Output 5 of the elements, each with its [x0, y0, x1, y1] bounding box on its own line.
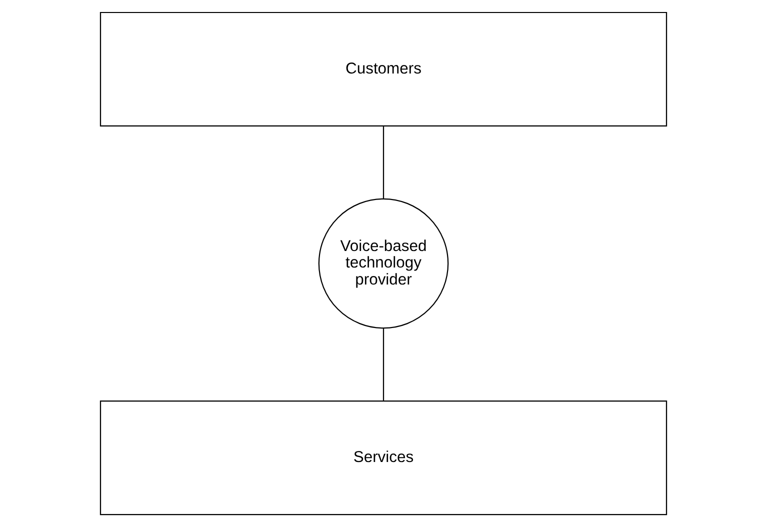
connector	[382, 126, 384, 199]
node-box: Services	[100, 400, 668, 516]
node-box: Customers	[100, 12, 668, 126]
node-circle: Voice-based technology provider	[318, 198, 449, 329]
connector	[382, 328, 384, 402]
